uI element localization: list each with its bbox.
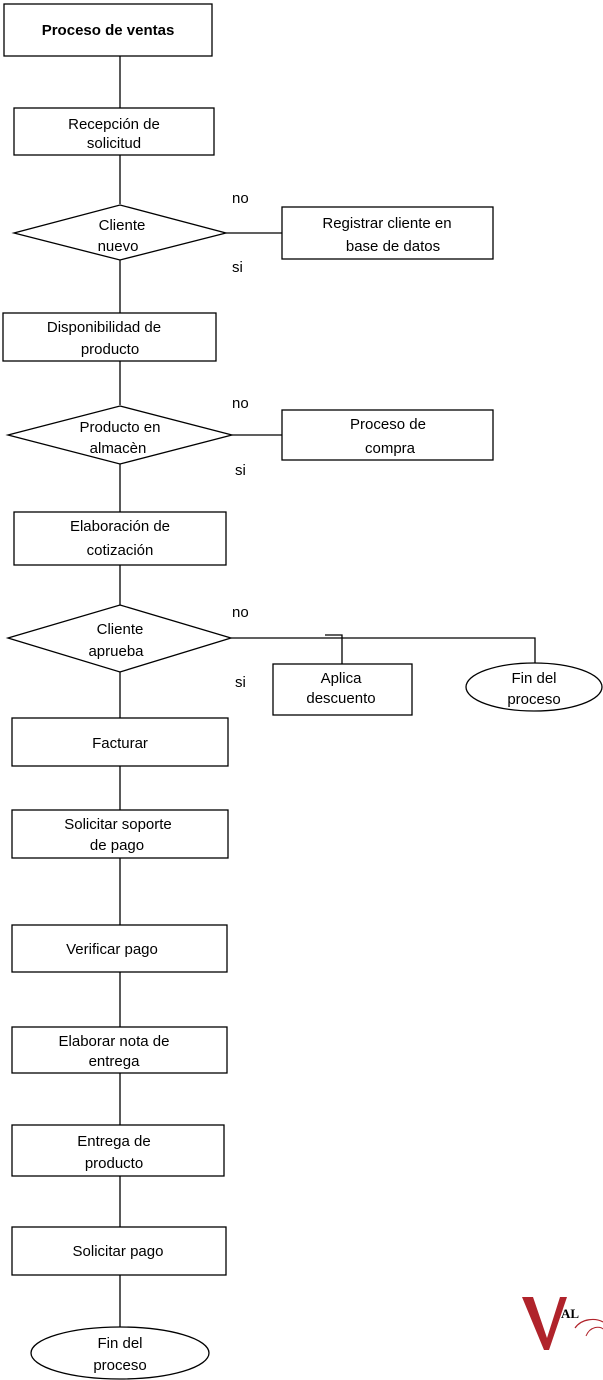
svg-text:compra: compra bbox=[365, 440, 416, 457]
edge-label-no: no bbox=[232, 395, 249, 412]
terminal-fin-del-proceso-bottom: Fin del proceso bbox=[30, 1326, 210, 1380]
svg-text:Entrega de: Entrega de bbox=[77, 1133, 150, 1150]
svg-text:Cliente: Cliente bbox=[97, 621, 144, 638]
svg-text:Disponibilidad de: Disponibilidad de bbox=[47, 319, 161, 336]
connectors bbox=[119, 56, 536, 1355]
svg-text:descuento: descuento bbox=[306, 690, 375, 707]
decision-producto-en-almacen: Producto en almacèn bbox=[5, 405, 235, 465]
process-aplica-descuento: Aplica descuento bbox=[272, 663, 413, 716]
svg-text:solicitud: solicitud bbox=[87, 135, 141, 152]
edge-label-no: no bbox=[232, 190, 249, 207]
title-box: Proceso de ventas bbox=[3, 3, 213, 57]
svg-text:producto: producto bbox=[85, 1155, 143, 1172]
process-recepcion-solicitud: Recepción de solicitud bbox=[13, 107, 215, 156]
svg-text:proceso: proceso bbox=[93, 1357, 146, 1374]
process-entrega-producto: Entrega de producto bbox=[11, 1124, 225, 1177]
logo: AL bbox=[522, 1297, 603, 1350]
svg-text:entrega: entrega bbox=[89, 1053, 141, 1070]
edge-label-no: no bbox=[232, 604, 249, 621]
svg-text:cotización: cotización bbox=[87, 542, 154, 559]
process-elaborar-nota-entrega: Elaborar nota de entrega bbox=[11, 1026, 228, 1074]
svg-text:Solicitar pago: Solicitar pago bbox=[73, 1243, 164, 1260]
decision-cliente-aprueba: Cliente aprueba bbox=[5, 604, 234, 673]
svg-text:Fin del: Fin del bbox=[511, 670, 556, 687]
svg-text:Elaboración de: Elaboración de bbox=[70, 518, 170, 535]
svg-text:Recepción de: Recepción de bbox=[68, 116, 160, 133]
svg-text:Verificar pago: Verificar pago bbox=[66, 941, 158, 958]
svg-text:Fin del: Fin del bbox=[97, 1335, 142, 1352]
process-disponibilidad-producto: Disponibilidad de producto bbox=[2, 312, 217, 362]
process-registrar-cliente: Registrar cliente en base de datos bbox=[281, 206, 494, 260]
svg-text:Proceso de: Proceso de bbox=[350, 416, 426, 433]
svg-text:Aplica: Aplica bbox=[321, 670, 363, 687]
process-facturar: Facturar bbox=[11, 717, 229, 767]
svg-text:aprueba: aprueba bbox=[88, 643, 144, 660]
edge-label-si: si bbox=[235, 674, 246, 691]
process-elaboracion-cotizacion: Elaboración de cotización bbox=[13, 511, 227, 566]
edge-label-si: si bbox=[235, 462, 246, 479]
svg-text:proceso: proceso bbox=[507, 691, 560, 708]
decision-cliente-nuevo: Cliente nuevo bbox=[11, 204, 229, 261]
svg-text:nuevo: nuevo bbox=[98, 238, 139, 255]
connector bbox=[325, 634, 343, 664]
svg-text:producto: producto bbox=[81, 341, 139, 358]
terminal-fin-del-proceso-right: Fin del proceso bbox=[465, 662, 603, 712]
svg-text:Elaborar nota de: Elaborar nota de bbox=[59, 1033, 170, 1050]
svg-text:Registrar cliente en: Registrar cliente en bbox=[322, 215, 451, 232]
svg-text:de pago: de pago bbox=[90, 837, 144, 854]
process-solicitar-soporte-pago: Solicitar soporte de pago bbox=[11, 809, 229, 859]
edge-label-si: si bbox=[232, 259, 243, 276]
process-solicitar-pago: Solicitar pago bbox=[11, 1226, 227, 1276]
process-verificar-pago: Verificar pago bbox=[11, 924, 228, 973]
svg-text:Solicitar soporte: Solicitar soporte bbox=[64, 816, 172, 833]
diagram-title: Proceso de ventas bbox=[42, 22, 175, 39]
process-proceso-compra: Proceso de compra bbox=[281, 409, 494, 461]
logo-text: AL bbox=[561, 1306, 579, 1321]
svg-text:base de datos: base de datos bbox=[346, 238, 440, 255]
connector bbox=[231, 637, 536, 667]
svg-text:Facturar: Facturar bbox=[92, 735, 148, 752]
svg-text:Producto en: Producto en bbox=[80, 419, 161, 436]
svg-text:almacèn: almacèn bbox=[90, 440, 147, 457]
svg-text:Cliente: Cliente bbox=[99, 217, 146, 234]
